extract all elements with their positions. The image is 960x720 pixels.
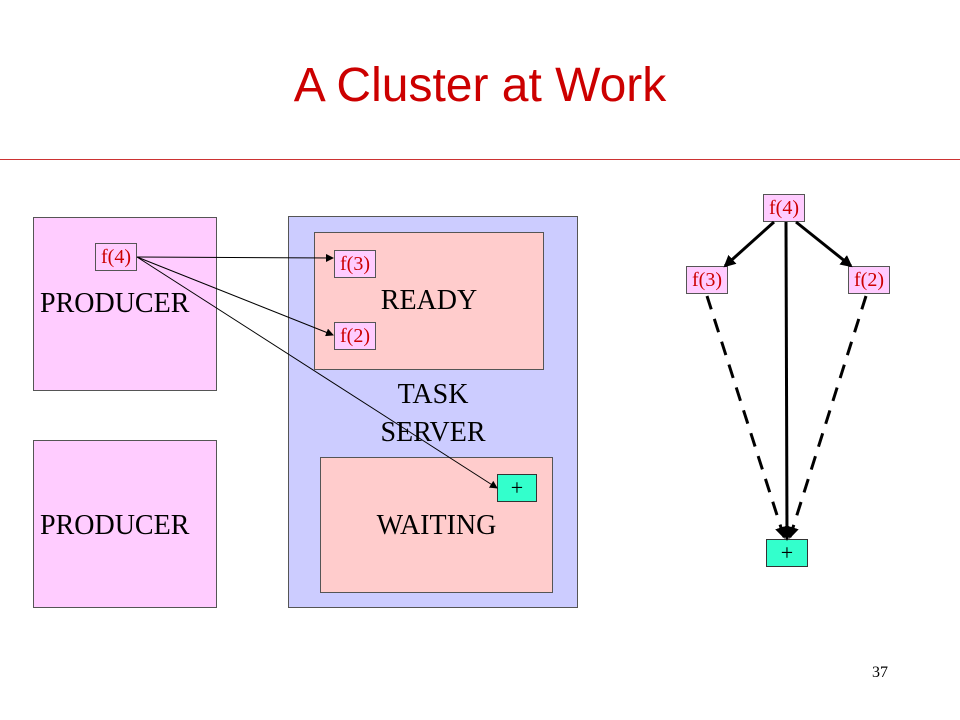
graph-edge-left-join <box>705 295 787 539</box>
ready-task-f3: f(3) <box>334 250 376 278</box>
graph-edge-root-join <box>780 221 793 541</box>
ready-task-f2: f(2) <box>334 322 376 350</box>
slide-title: A Cluster at Work <box>293 59 667 112</box>
graph-edge-root-left <box>723 220 776 268</box>
graph-node-right: f(2) <box>848 266 890 294</box>
producer-task-f4: f(4) <box>95 243 137 271</box>
title-divider <box>0 159 960 160</box>
graph-edge-right-join <box>787 295 868 539</box>
graph-node-left: f(3) <box>686 266 728 294</box>
graph-node-root: f(4) <box>763 194 805 222</box>
ready-queue-label: READY <box>380 285 478 316</box>
waiting-queue-label: WAITING <box>376 510 497 541</box>
waiting-task-plus: + <box>497 474 537 502</box>
graph-edge-root-right <box>795 220 853 268</box>
producer-bottom-label: PRODUCER <box>40 510 190 541</box>
task-server-label-line2: SERVER <box>380 417 486 448</box>
page-number: 37 <box>872 664 888 681</box>
producer-top-label: PRODUCER <box>40 288 190 319</box>
task-server-label-line1: TASK <box>397 379 469 410</box>
graph-node-join: + <box>766 539 808 567</box>
